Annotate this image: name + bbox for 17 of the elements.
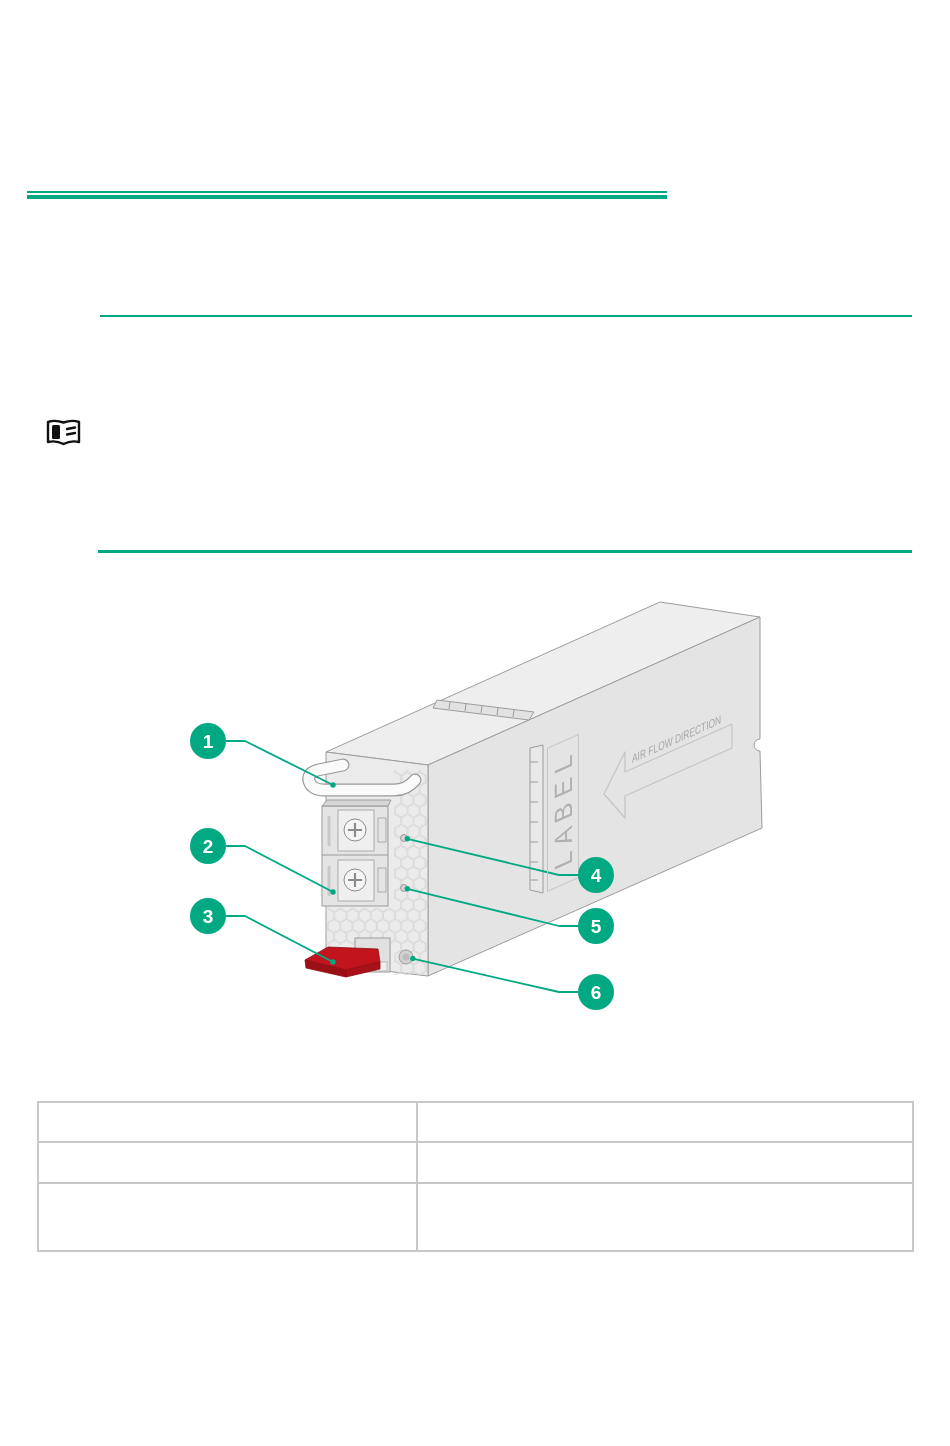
callout-number: 1	[190, 723, 226, 759]
leader-line	[225, 845, 336, 895]
leader-line	[404, 836, 579, 876]
leader-line	[404, 886, 579, 927]
callout-number: 6	[578, 974, 614, 1010]
callout-number: 3	[190, 898, 226, 934]
release-latch	[304, 946, 381, 978]
leader-line	[410, 955, 579, 993]
leader-line	[225, 740, 336, 788]
callout-number: 2	[190, 828, 226, 864]
round-indicator	[398, 949, 414, 965]
leader-line	[225, 915, 336, 965]
status-led	[400, 834, 408, 842]
status-led	[400, 884, 408, 892]
terminal-block	[321, 799, 392, 907]
handle	[302, 758, 422, 797]
callout-number: 5	[578, 908, 614, 944]
